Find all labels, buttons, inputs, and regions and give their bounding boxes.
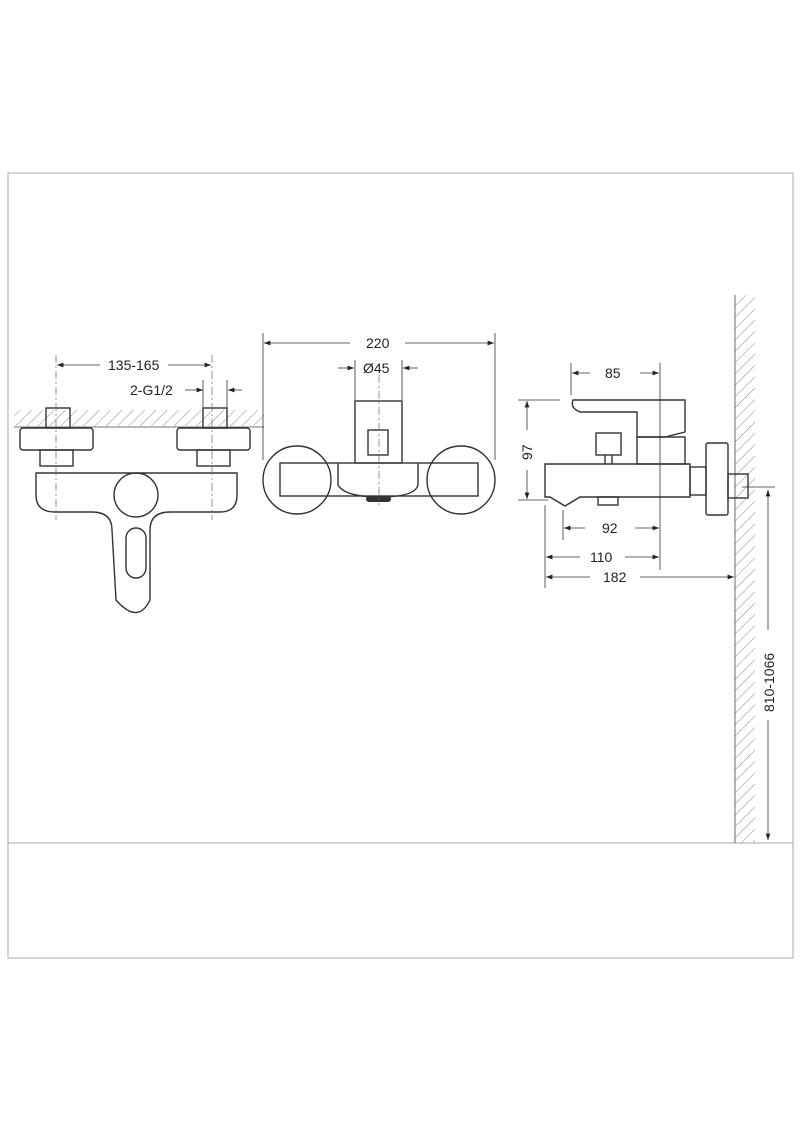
mount-height-label: 810-1066 [761, 653, 777, 712]
side-view: 85 97 92 110 182 810-1066 [518, 295, 777, 843]
spout-label-1: 92 [602, 520, 618, 536]
spout-label-2: 110 [590, 549, 613, 565]
thread-label: 2-G1/2 [130, 382, 173, 398]
inlet-spacing-label: 135-165 [108, 357, 160, 373]
wall-hatch-side [735, 295, 755, 843]
height-label: 97 [519, 444, 535, 460]
width-label: 220 [366, 335, 390, 351]
top-view: 220 Ø45 [262, 333, 496, 515]
front-view: 135-165 2-G1/2 [14, 355, 264, 614]
drawing-frame [7, 172, 794, 959]
wall-hatch [14, 410, 264, 426]
lever-depth-label: 85 [605, 365, 621, 381]
total-depth-label: 182 [603, 569, 627, 585]
cartridge-label: Ø45 [363, 360, 390, 376]
